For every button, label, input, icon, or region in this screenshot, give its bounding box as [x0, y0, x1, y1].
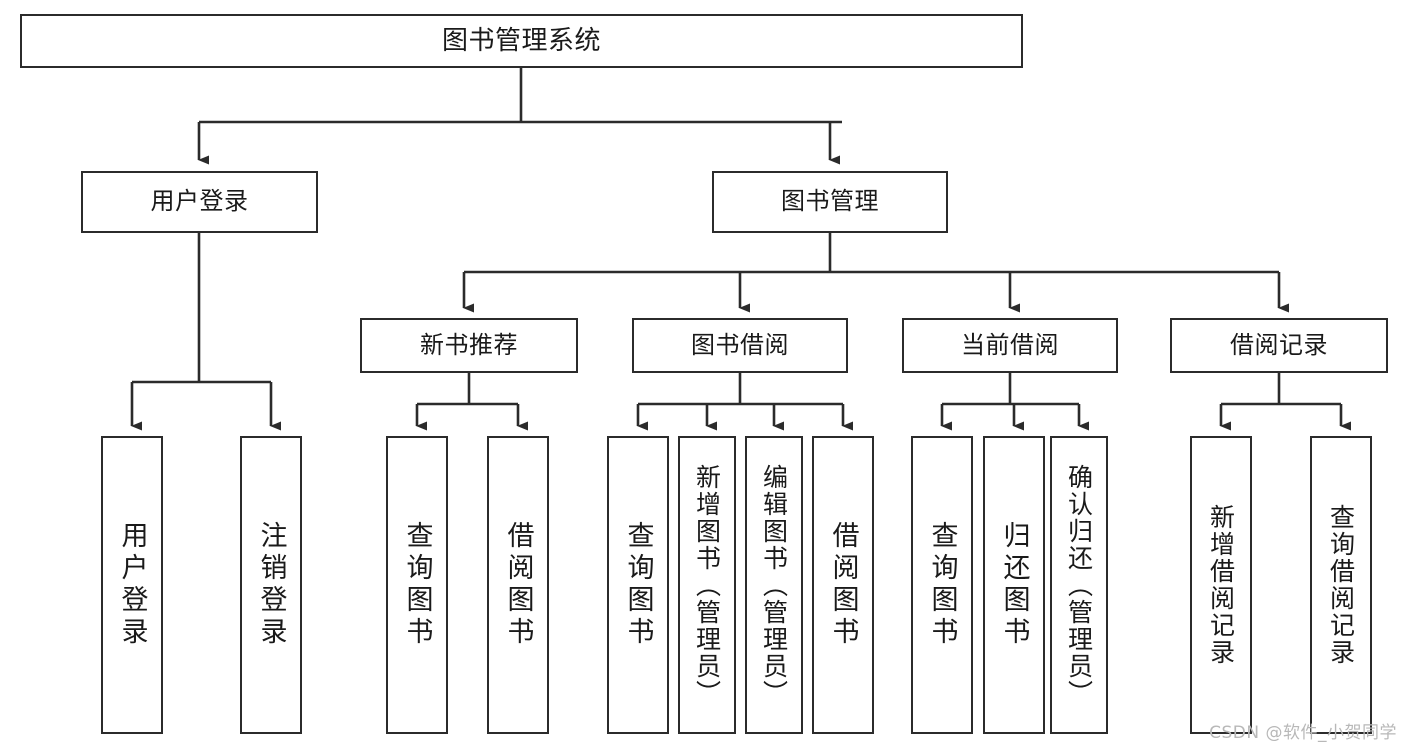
node-user-login[interactable]: 用户登录: [81, 171, 318, 233]
node-leaf-borrow-book-2[interactable]: 借阅图书: [812, 436, 874, 734]
node-label: 查询图书: [622, 521, 654, 649]
node-label: 用户登录: [116, 521, 148, 649]
node-label: 查询图书: [926, 521, 958, 649]
node-leaf-user-logout[interactable]: 注销登录: [240, 436, 302, 734]
node-leaf-return-book[interactable]: 归还图书: [983, 436, 1045, 734]
node-borrow-record[interactable]: 借阅记录: [1170, 318, 1388, 373]
node-label: 查询借阅记录: [1326, 504, 1356, 666]
node-label: 图书管理系统: [441, 25, 601, 56]
node-label: 新增借阅记录: [1206, 504, 1236, 666]
node-book-management[interactable]: 图书管理: [712, 171, 948, 233]
node-label: 借阅图书: [827, 521, 859, 649]
edge-bookborrow-to-leaves: [636, 373, 853, 431]
node-label: 用户登录: [150, 187, 249, 216]
node-label: 新书推荐: [420, 330, 518, 359]
watermark: CSDN @软件_小贺同学: [1209, 723, 1397, 743]
node-leaf-query-borrow-record[interactable]: 查询借阅记录: [1310, 436, 1372, 734]
node-leaf-confirm-return[interactable]: 确认归还（管理员）: [1050, 436, 1108, 734]
node-label: 当前借阅: [961, 330, 1059, 359]
edge-userlogin-to-leaves: [130, 233, 281, 431]
node-book-borrow[interactable]: 图书借阅: [632, 318, 848, 373]
node-label: 图书借阅: [691, 330, 789, 359]
node-new-book-recommend[interactable]: 新书推荐: [360, 318, 578, 373]
node-label: 注销登录: [255, 521, 287, 649]
node-leaf-edit-book-admin[interactable]: 编辑图书（管理员）: [745, 436, 803, 734]
node-leaf-user-login[interactable]: 用户登录: [101, 436, 163, 734]
node-label: 借阅图书: [502, 521, 534, 649]
node-label: 编辑图书（管理员）: [759, 463, 789, 707]
node-label: 新增图书（管理员）: [692, 463, 722, 707]
edge-currentborrow-to-leaves: [940, 373, 1089, 431]
node-label: 查询图书: [401, 521, 433, 649]
node-leaf-query-book-2[interactable]: 查询图书: [607, 436, 669, 734]
node-current-borrow[interactable]: 当前借阅: [902, 318, 1118, 373]
node-root-book-management-system[interactable]: 图书管理系统: [20, 14, 1023, 68]
node-label: 借阅记录: [1230, 330, 1328, 359]
node-leaf-borrow-book-1[interactable]: 借阅图书: [487, 436, 549, 734]
edge-borrowrecord-to-leaves: [1219, 373, 1351, 431]
node-label: 图书管理: [781, 187, 879, 216]
node-leaf-add-book-admin[interactable]: 新增图书（管理员）: [678, 436, 736, 734]
node-leaf-query-book-1[interactable]: 查询图书: [386, 436, 448, 734]
edge-bookmgmt-to-level3: [462, 233, 1289, 313]
node-label: 归还图书: [998, 521, 1030, 649]
node-label: 确认归还（管理员）: [1064, 463, 1094, 707]
node-leaf-add-borrow-record[interactable]: 新增借阅记录: [1190, 436, 1252, 734]
edge-newbook-to-leaves: [415, 373, 528, 431]
node-leaf-query-book-3[interactable]: 查询图书: [911, 436, 973, 734]
edge-root-to-level2: [197, 68, 842, 165]
